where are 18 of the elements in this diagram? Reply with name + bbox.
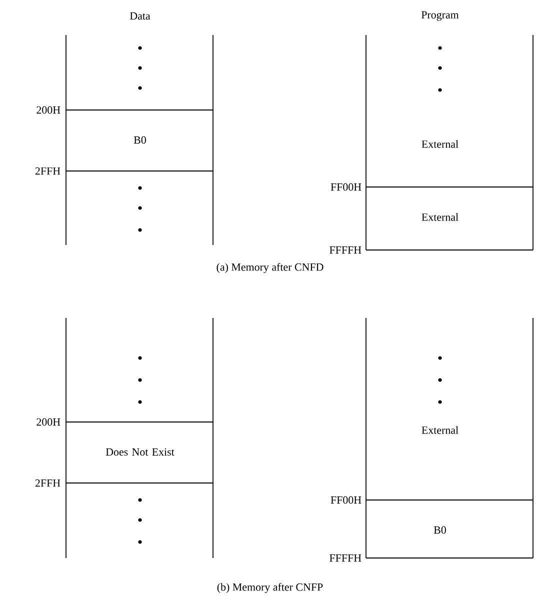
address-label: FFFFH xyxy=(330,246,362,254)
address-label: FF00H xyxy=(330,183,362,191)
address-label: 2FFH xyxy=(35,479,60,487)
memory-region: External xyxy=(422,140,458,148)
memory-region: B0 xyxy=(434,526,446,534)
column-heading: Program xyxy=(421,11,459,21)
address-label: FFFFH xyxy=(330,554,362,562)
address-label: 2FFH xyxy=(35,167,60,175)
caption: (b) Memory after CNFP xyxy=(217,582,323,594)
address-label: 200H xyxy=(36,418,60,426)
address-label: 200H xyxy=(36,106,60,114)
address-label: FF00H xyxy=(330,496,362,504)
caption: (a) Memory after CNFD xyxy=(216,262,324,274)
column-heading: Data xyxy=(130,12,150,20)
memory-region: B0 xyxy=(134,136,146,144)
memory-region: External xyxy=(422,213,458,221)
memory-region: Does Not Exist xyxy=(106,448,174,456)
memory-region: External xyxy=(422,426,458,434)
